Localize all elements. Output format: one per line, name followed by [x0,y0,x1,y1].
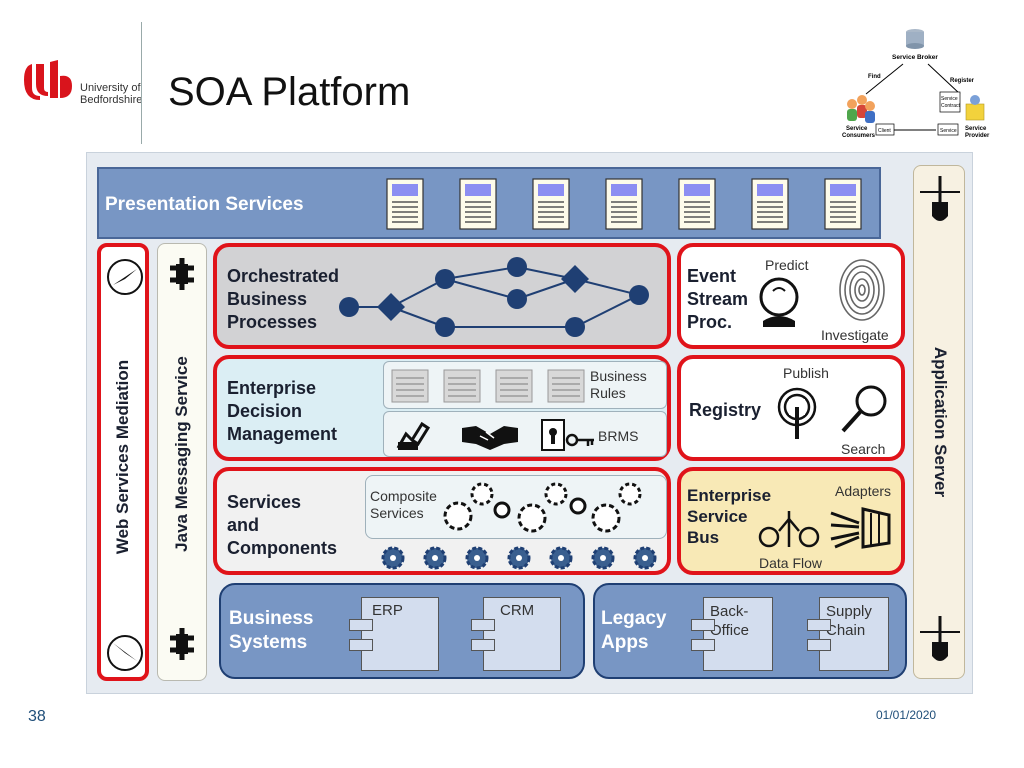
network-icon-bottom [170,628,194,660]
header-divider [141,22,142,144]
application-server-column: Application Server [913,165,965,679]
university-logo-mark [24,60,72,100]
data-flow-icon [758,511,820,548]
consumers-icon [847,95,875,123]
crm-component: CRM [483,597,561,671]
erp-port-1 [349,619,373,631]
signature-icon [396,421,431,450]
services-label: Services and Components [227,492,337,558]
application-server-label: Application Server [931,346,950,498]
contract-label-2: Contract [941,103,961,109]
search-label: Search [841,441,886,457]
java-messaging-service-column: Java Messaging Service [157,243,207,681]
presentation-services-bar: Presentation Services [97,167,881,239]
supply-chain-label: Supply Chain [826,603,872,639]
document-icons [386,178,862,230]
erp-label: ERP [372,602,403,619]
key-lock-icon [541,419,594,451]
network-icon-top [170,258,194,290]
register-label: Register [950,78,975,84]
composite-services-label: Composite Services [370,488,437,521]
registry-label: Registry [689,400,762,420]
adapters-label: Adapters [835,483,892,499]
consumers-label-1: Service [846,126,868,132]
crm-label: CRM [500,602,535,619]
broker-label: Service Broker [892,54,938,61]
business-systems-box: Business Systems ERP CRM [219,583,585,679]
predict-label: Predict [765,257,809,273]
business-systems-label: Business Systems [229,608,314,653]
rules-document-icons [391,369,585,403]
provider-label-2: Provider [965,133,990,139]
business-rules-panel: Business Rules [383,361,667,409]
slide-date: 01/01/2020 [876,708,937,722]
soa-diagram: Presentation Services [86,152,973,694]
presentation-services-label: Presentation Services [105,194,304,215]
brms-panel: BRMS [383,411,667,457]
service-label: Service [940,128,957,134]
java-messaging-service-label: Java Messaging Service [172,356,191,552]
composite-services-panel: Composite Services [365,475,667,539]
adapters-icon [830,507,891,549]
erp-component: ERP [361,597,439,671]
shovel-icon-bottom [920,616,960,661]
crystal-ball-icon [759,277,799,327]
investigate-label: Investigate [821,327,889,343]
back-office-port-2 [691,639,715,651]
contract-label-1: Service [941,96,958,102]
publish-label: Publish [783,365,829,381]
service-broker-icon [906,29,924,49]
brms-label: BRMS [598,428,639,444]
supply-chain-port-1 [807,619,831,631]
web-services-mediation-label: Web Services Mediation [113,359,132,555]
web-services-mediation-column: Web Services Mediation [97,243,149,681]
compass-icon-bottom [107,635,143,671]
component-gears-row [381,546,657,570]
enterprise-service-bus-box: Enterprise Service Bus Adapters Data Flo… [677,467,905,575]
back-office-label: Back- Office [710,603,749,639]
soa-triangle-inset: Service Broker Find Register Service Con… [842,29,990,139]
legacy-apps-box: Legacy Apps Back- Office Supply Chain [593,583,907,679]
event-stream-label: Event Stream Proc. [687,266,749,332]
esb-label: Enterprise Service Bus [687,486,772,547]
fingerprint-icon [839,259,885,321]
antenna-icon [777,387,817,439]
data-flow-label: Data Flow [759,555,823,571]
compass-icon-top [107,259,143,295]
gears-icon [443,482,642,533]
business-rules-label: Business Rules [590,368,647,401]
page-title: SOA Platform [168,70,411,114]
back-office-component: Back- Office [703,597,773,671]
crm-port-1 [471,619,495,631]
services-and-components-box: Services and Components Composite Servic… [213,467,671,575]
find-label: Find [868,74,881,80]
process-flow-graph [339,257,649,337]
orchestrated-business-processes-box: Orchestrated Business Processes [213,243,671,349]
edm-label: Enterprise Decision Management [227,378,338,444]
supply-chain-component: Supply Chain [819,597,889,671]
enterprise-decision-management-box: Enterprise Decision Management Business [213,355,671,461]
client-label: Client [878,128,891,134]
provider-label-1: Service [965,126,987,132]
crm-port-2 [471,639,495,651]
magnifier-icon [841,385,887,433]
consumers-label-2: Consumers [842,133,876,139]
legacy-apps-label: Legacy Apps [601,608,667,653]
event-stream-processing-box: Event Stream Proc. Predict Investigate [677,243,905,349]
handshake-icon [462,426,518,450]
orchestrated-label: Orchestrated Business Processes [227,266,340,332]
provider-icon [965,95,985,121]
back-office-port-1 [691,619,715,631]
shovel-icon-top [920,176,960,221]
registry-box: Publish Registry Search [677,355,905,461]
slide-number: 38 [28,708,46,725]
erp-port-2 [349,639,373,651]
university-name: University of Bedfordshire [80,82,143,106]
supply-chain-port-2 [807,639,831,651]
